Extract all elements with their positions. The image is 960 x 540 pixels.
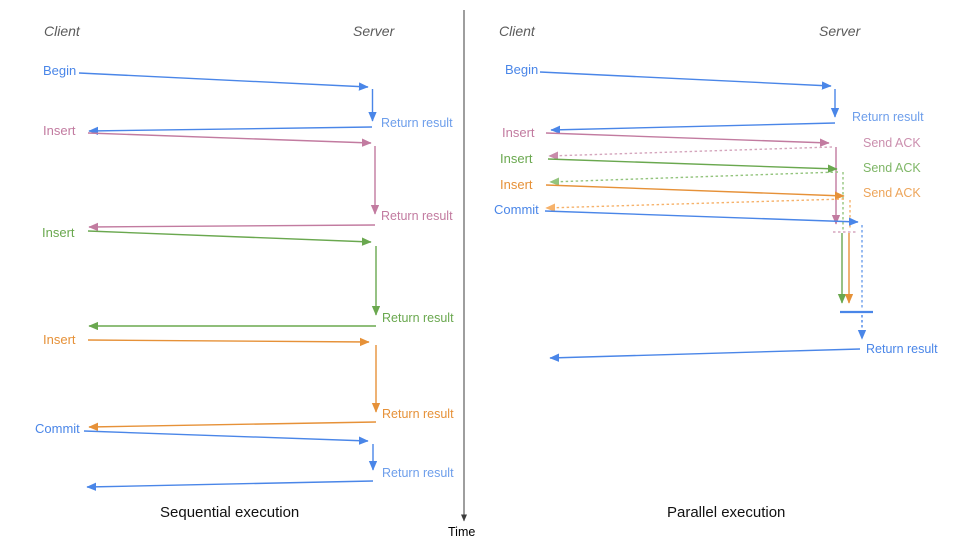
par-client-header: Client [499,23,535,39]
seq-insert2-request-line [87,230,372,246]
par-ack1-label: Send ACK [863,136,921,150]
seq-client-header: Client [44,23,80,39]
par-insert2-ack-line [549,171,839,186]
time-axis-label: Time [448,525,476,539]
par-return-top-label: Return result [852,110,924,124]
par-insert3-request-line [545,184,845,200]
par-insert3-label: Insert [500,177,533,192]
seq-insert3-request-line [87,337,370,347]
par-return-bottom-label: Return result [866,342,938,356]
seq-insert3-label: Insert [43,332,76,347]
seq-begin-request-line [78,72,369,91]
par-insert1-label: Insert [502,125,535,140]
seq-return3-label: Return result [382,311,454,325]
par-begin-return-line [550,122,836,134]
seq-return4-label: Return result [382,407,454,421]
par-begin-label: Begin [505,62,539,77]
seq-return2-label: Return result [381,209,453,223]
seq-begin-return-line [88,126,373,136]
seq-insert1-return-line [88,222,376,232]
par-ack2-label: Send ACK [863,161,921,175]
seq-commit-request-line [83,430,369,445]
seq-caption: Sequential execution [160,504,300,521]
seq-commit-return-line [86,480,374,492]
seq-return1-label: Return result [381,116,453,130]
seq-return5-label: Return result [382,466,454,480]
par-server-header: Server [819,23,861,39]
par-insert2-request-line [547,158,838,173]
seq-commit-label: Commit [35,421,80,436]
seq-insert2-label: Insert [42,225,75,240]
par-ack3-label: Send ACK [863,186,921,200]
seq-insert1-request-line [87,132,372,147]
par-commit-request-line [544,210,859,226]
par-insert1-ack-line [548,146,833,160]
seq-insert1-label: Insert [43,123,76,138]
par-insert2-label: Insert [500,151,533,166]
par-commit-label: Commit [494,202,539,217]
par-begin-request-line [539,71,832,90]
par-final-return-line [549,348,861,362]
par-caption: Parallel execution [667,504,786,521]
par-insert1-request-line [545,132,830,147]
seq-server-header: Server [353,23,395,39]
seq-insert3-return-line [88,421,377,432]
seq-begin-label: Begin [43,63,77,78]
par-insert3-ack-line [545,198,845,212]
